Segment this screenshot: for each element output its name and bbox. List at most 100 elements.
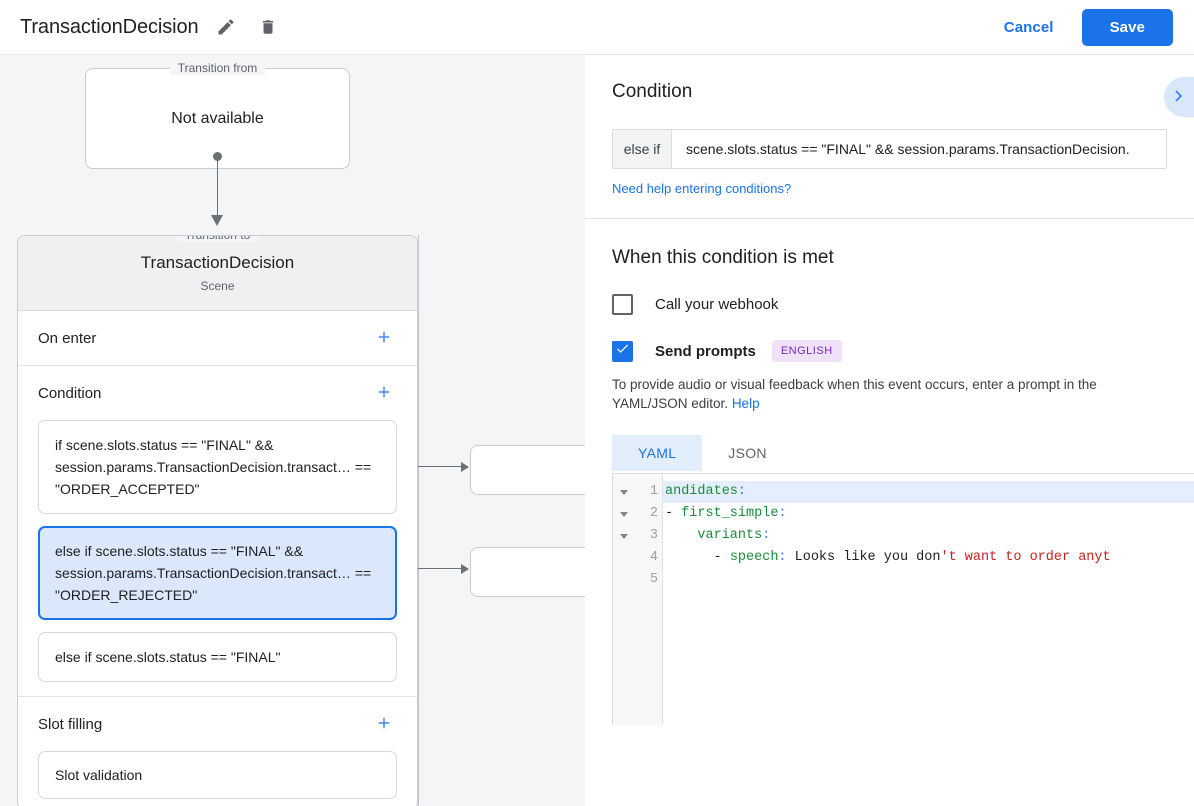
send-prompts-checkbox[interactable] <box>612 340 633 362</box>
chevron-right-icon <box>1170 87 1188 108</box>
transition-from-legend: Transition from <box>169 61 266 75</box>
code-line[interactable]: variants: <box>663 525 1194 547</box>
editor-tabs: YAML JSON <box>612 435 1167 471</box>
tab-json[interactable]: JSON <box>702 435 793 471</box>
panel-title: Condition <box>612 81 693 102</box>
code-token: Looks like you don <box>786 550 941 565</box>
connector-arrow-down <box>211 215 223 226</box>
transition-to-node[interactable]: Transition to TransactionDecision Scene … <box>17 235 418 806</box>
code-line-number: 2 <box>649 506 658 521</box>
panel-divider <box>585 218 1194 219</box>
edge-arrow-accepted <box>461 462 469 472</box>
prompts-help-link[interactable]: Help <box>731 396 760 411</box>
code-fold-column[interactable] <box>613 474 635 725</box>
canvas-guide-line <box>418 235 419 806</box>
when-condition-met-title: When this condition is met <box>612 247 834 268</box>
condition-card-selected[interactable]: else if scene.slots.status == "FINAL" &&… <box>38 526 397 620</box>
cancel-button[interactable]: Cancel <box>990 11 1068 44</box>
plus-icon <box>375 328 393 349</box>
add-slot-filling-button[interactable] <box>371 711 397 737</box>
edge-line-rejected <box>398 568 462 569</box>
code-line-number: 3 <box>649 528 658 543</box>
slot-validation-card[interactable]: Slot validation <box>38 751 397 799</box>
section-slot-filling: Slot filling Slot validation <box>18 697 417 806</box>
condition-card[interactable]: else if scene.slots.status == "FINAL" <box>38 632 397 682</box>
code-fold-spacer <box>613 547 635 569</box>
slot-filling-list: Slot validation <box>38 751 397 806</box>
section-header-condition: Condition <box>38 366 397 420</box>
edge-arrow-rejected <box>461 564 469 574</box>
condition-card[interactable]: if scene.slots.status == "FINAL" && sess… <box>38 420 397 514</box>
section-header-slot-filling: Slot filling <box>38 697 397 751</box>
code-fold-toggle[interactable] <box>613 525 635 547</box>
edit-name-button[interactable] <box>211 12 241 42</box>
code-token: variants <box>697 528 763 543</box>
section-condition: Condition if scene.slots.status == "FINA… <box>18 366 417 697</box>
target-node-accepted[interactable] <box>470 445 585 495</box>
code-token <box>665 528 697 543</box>
code-line[interactable]: - first_simple: <box>663 503 1194 525</box>
code-token: : <box>737 484 747 499</box>
code-token: - <box>665 506 682 521</box>
tab-yaml[interactable]: YAML <box>612 435 703 471</box>
top-bar: TransactionDecision Cancel Save <box>0 0 1194 55</box>
code-line[interactable]: andidates: <box>663 481 1194 503</box>
condition-input-row[interactable]: else if <box>612 129 1167 169</box>
call-webhook-label: Call your webhook <box>655 296 779 313</box>
code-line[interactable] <box>663 569 1194 591</box>
section-header-on-enter: On enter <box>38 311 397 365</box>
collapse-panel-button[interactable] <box>1164 77 1194 117</box>
transition-from-title: Not available <box>171 109 264 127</box>
code-line[interactable]: - speech: Looks like you don't want to o… <box>663 547 1194 569</box>
detail-panel: Condition else if Need help entering con… <box>585 55 1194 806</box>
call-webhook-checkbox[interactable] <box>612 294 633 315</box>
add-condition-button[interactable] <box>371 380 397 406</box>
code-token: - <box>665 550 730 565</box>
code-token: : <box>778 506 787 521</box>
language-badge: ENGLISH <box>771 340 842 362</box>
webhook-row: Call your webhook <box>612 294 1167 315</box>
prompts-helper-text: To provide audio or visual feedback when… <box>612 375 1167 413</box>
transition-to-legend: Transition to <box>176 236 259 242</box>
code-content[interactable]: andidates:- first_simple: variants: - sp… <box>663 474 1194 725</box>
condition-section: Condition else if Need help entering con… <box>585 55 1194 218</box>
target-node-rejected[interactable] <box>470 547 585 597</box>
flow-canvas[interactable]: Transition from Not available Transition… <box>0 55 585 806</box>
send-prompts-row: Send prompts ENGLISH <box>612 340 1167 362</box>
code-fold-toggle[interactable] <box>613 481 635 503</box>
when-condition-met-section: When this condition is met Call your web… <box>585 219 1194 471</box>
code-fold-toggle[interactable] <box>613 503 635 525</box>
code-line-number: 1 <box>649 484 658 499</box>
scene-header: TransactionDecision Scene <box>18 236 417 311</box>
edge-line-accepted <box>398 466 462 467</box>
section-title-slot-filling: Slot filling <box>38 715 103 733</box>
code-line-number: 5 <box>649 572 658 587</box>
condition-help-link[interactable]: Need help entering conditions? <box>612 181 792 196</box>
scene-name: TransactionDecision <box>140 253 295 272</box>
condition-expression-input[interactable] <box>672 130 1166 168</box>
trash-icon <box>259 17 277 37</box>
add-on-enter-button[interactable] <box>371 325 397 351</box>
code-token: speech <box>729 550 779 565</box>
code-token: : <box>762 528 771 543</box>
code-token: : <box>778 550 787 565</box>
delete-button[interactable] <box>253 12 283 42</box>
save-button[interactable]: Save <box>1081 8 1173 46</box>
send-prompts-label: Send prompts <box>655 342 756 360</box>
condition-prefix-label: else if <box>613 130 672 168</box>
section-on-enter: On enter <box>18 311 417 366</box>
page-title: TransactionDecision <box>20 15 199 38</box>
plus-icon <box>375 383 393 404</box>
code-token: 't want to order anyt <box>940 550 1111 565</box>
pencil-icon <box>216 17 236 37</box>
code-token: andidates <box>665 484 738 499</box>
section-title-condition: Condition <box>38 384 102 402</box>
condition-list: if scene.slots.status == "FINAL" && sess… <box>38 420 397 696</box>
plus-icon <box>375 714 393 735</box>
section-title-on-enter: On enter <box>38 329 97 347</box>
code-fold-spacer <box>613 569 635 591</box>
